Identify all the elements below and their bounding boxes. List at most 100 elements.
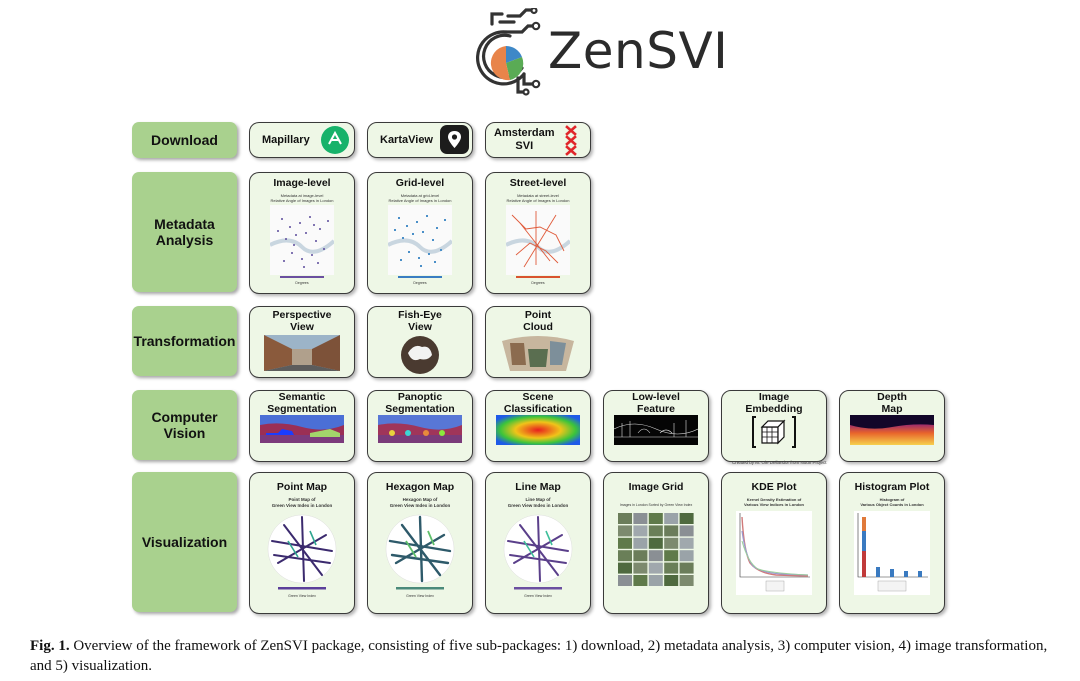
- grid-level-cbar-label: Degrees: [413, 281, 427, 285]
- semantic-segmentation-thumbnail: [260, 415, 344, 443]
- image-grid-cell: [664, 525, 679, 537]
- image-grid-cell: [679, 537, 694, 549]
- image-grid-cell: [664, 537, 679, 549]
- point-map-thumbnail: [267, 514, 337, 590]
- category-download: Download: [132, 122, 237, 158]
- image-grid-cell: [664, 575, 679, 586]
- image-grid-cell: [618, 562, 632, 574]
- low-level-feature-title: Low-level Feature: [632, 391, 680, 415]
- category-transformation: Transformation: [132, 306, 237, 376]
- image-grid-cell: [633, 550, 648, 562]
- image-grid-cell: [664, 513, 679, 524]
- street-level-title: Street-level: [509, 177, 567, 189]
- image-grid-cell: [633, 537, 648, 549]
- mapillary-card: Mapillary: [249, 122, 355, 158]
- image-grid-cell: [679, 525, 694, 537]
- histogram-plot-title: Histogram Plot: [854, 481, 930, 493]
- image-grid-cell: [618, 537, 632, 549]
- image-grid-cell: [648, 525, 663, 537]
- image-grid-cell: [679, 513, 694, 524]
- semantic-segmentation-card: Semantic Segmentation: [249, 390, 355, 462]
- street-level-card: Street-level Metadata at street-level Re…: [485, 172, 591, 294]
- depth-map-thumbnail: [850, 415, 934, 445]
- image-grid-cell: [648, 513, 663, 524]
- image-grid-cell: [648, 550, 663, 562]
- point-map-subtitle: Point Map of Green View Index in London: [271, 497, 333, 508]
- category-metadata-analysis: Metadata Analysis: [132, 172, 237, 292]
- image-grid-cell: [679, 575, 694, 586]
- perspective-view-card: Perspective View: [249, 306, 355, 378]
- scene-classification-title: Scene Classification: [503, 391, 573, 415]
- kde-plot-card: KDE Plot Kernel Density Estimation of Va…: [721, 472, 827, 614]
- image-grid-cell: [618, 513, 632, 524]
- image-grid-thumbnail: [618, 513, 694, 586]
- perspective-view-thumbnail: [264, 335, 340, 371]
- line-map-gvi-label: Green View Index: [524, 594, 552, 598]
- hexagon-map-thumbnail: [385, 514, 455, 590]
- perspective-view-title: Perspective View: [272, 309, 332, 333]
- mapillary-icon: [321, 126, 349, 154]
- fish-eye-view-thumbnail: [401, 336, 439, 374]
- image-grid-cell: [633, 575, 648, 586]
- image-grid-cell: [618, 550, 632, 562]
- histogram-plot-card: Histogram Plot Histogram of Various Obje…: [839, 472, 945, 614]
- hexagon-map-title: Hexagon Map: [385, 481, 455, 493]
- fish-eye-view-title: Fish-Eye View: [398, 309, 442, 333]
- image-grid-cell: [648, 562, 663, 574]
- kde-plot-thumbnail: [736, 511, 812, 595]
- image-grid-cell: [664, 562, 679, 574]
- kartaview-card: KartaView: [367, 122, 473, 158]
- image-grid-cell: [618, 575, 632, 586]
- mapillary-label: Mapillary: [262, 134, 310, 146]
- image-grid-cell: [679, 562, 694, 574]
- point-map-card: Point Map Point Map of Green View Index …: [249, 472, 355, 614]
- point-cloud-title: Point Cloud: [523, 309, 553, 333]
- figure-label: Fig. 1.: [30, 638, 70, 654]
- grid-level-subtitle: Metadata at grid-level Relative Angle of…: [388, 193, 452, 203]
- image-embedding-credit: Created by M. Ole Dellandor from Noun Pr…: [732, 460, 827, 465]
- image-level-cbar-label: Degrees: [295, 281, 309, 285]
- grid-level-map-thumbnail: [388, 205, 452, 278]
- line-map-subtitle: Line Map of Green View Index in London: [507, 497, 569, 508]
- image-grid-cell: [679, 550, 694, 562]
- low-level-feature-card: Low-level Feature: [603, 390, 709, 462]
- depth-map-card: Depth Map: [839, 390, 945, 462]
- grid-level-card: Grid-level Metadata at grid-level Relati…: [367, 172, 473, 294]
- histogram-plot-subtitle: Histogram of Various Object Counts in Lo…: [860, 497, 924, 507]
- figure-caption-text: Overview of the framework of ZenSVI pack…: [30, 638, 1048, 674]
- panoptic-segmentation-title: Panoptic Segmentation: [385, 391, 455, 415]
- amsterdam-svi-card: Amsterdam SVI: [485, 122, 591, 158]
- fish-eye-view-card: Fish-Eye View: [367, 306, 473, 378]
- scene-classification-card: Scene Classification: [485, 390, 591, 462]
- image-grid-cell: [633, 525, 648, 537]
- point-cloud-thumbnail: [502, 336, 574, 371]
- zensvi-logo: ZenSVI: [462, 8, 732, 96]
- logo-icon: [476, 8, 541, 96]
- point-map-title: Point Map: [276, 481, 328, 493]
- street-level-cbar-label: Degrees: [531, 281, 545, 285]
- image-grid-title: Image Grid: [628, 481, 684, 493]
- histogram-plot-thumbnail: [854, 511, 930, 595]
- line-map-card: Line Map Line Map of Green View Index in…: [485, 472, 591, 614]
- street-level-subtitle: Metadata at street-level Relative Angle …: [506, 193, 570, 203]
- semantic-segmentation-title: Semantic Segmentation: [267, 391, 337, 415]
- image-grid-cell: [618, 525, 632, 537]
- amsterdam-xxx-icon: [565, 125, 577, 156]
- depth-map-title: Depth Map: [877, 391, 907, 415]
- image-level-map-thumbnail: [270, 205, 334, 278]
- category-visualization: Visualization: [132, 472, 237, 612]
- line-map-thumbnail: [503, 514, 573, 590]
- point-cloud-card: Point Cloud: [485, 306, 591, 378]
- embedding-cube-icon: [752, 416, 796, 448]
- panoptic-segmentation-card: Panoptic Segmentation: [367, 390, 473, 462]
- scene-classification-heatmap-thumbnail: [496, 415, 580, 445]
- image-embedding-title: Image Embedding: [745, 391, 803, 415]
- image-grid-cell: [648, 537, 663, 549]
- kde-plot-title: KDE Plot: [751, 481, 797, 493]
- image-level-subtitle: Metadata at image-level Relative Angle o…: [270, 193, 334, 203]
- image-level-title: Image-level: [273, 177, 331, 189]
- logo-green-segment: [506, 57, 524, 80]
- image-level-card: Image-level Metadata at image-level Rela…: [249, 172, 355, 294]
- line-map-title: Line Map: [515, 481, 561, 493]
- low-level-feature-edges-thumbnail: [614, 415, 698, 445]
